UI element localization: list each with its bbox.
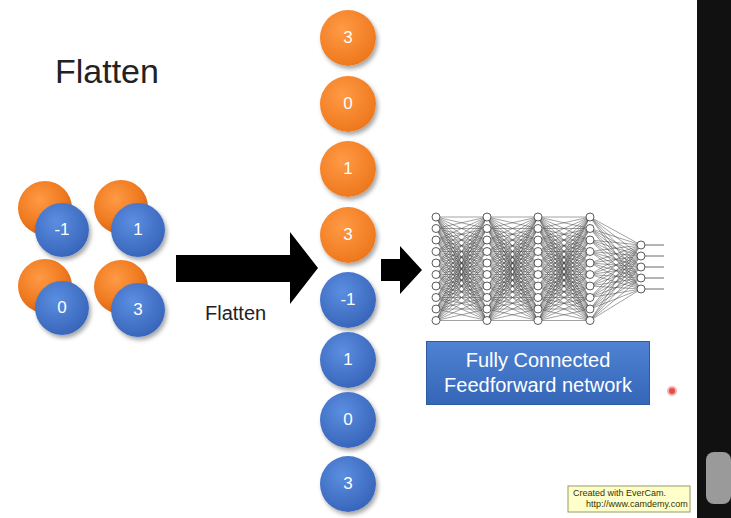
arrow-label: Flatten xyxy=(205,302,266,325)
value-circle: 3 xyxy=(320,207,376,263)
value-text: 0 xyxy=(343,410,352,430)
value-text: 3 xyxy=(133,300,142,320)
value-text: 3 xyxy=(343,28,352,48)
feed-arrow xyxy=(381,246,422,294)
side-bar xyxy=(697,0,731,518)
watermark: Created with EverCam. xyxy=(573,488,666,498)
value-circle: 0 xyxy=(320,76,376,132)
value-text: 1 xyxy=(343,350,352,370)
value-text: 1 xyxy=(133,220,142,240)
side-icon xyxy=(706,452,731,504)
value-text: 0 xyxy=(57,298,66,318)
value-text: 3 xyxy=(343,474,352,494)
box-label: Fully Connected Feedforward network xyxy=(437,348,639,398)
watermark-url: http://www.camdemy.com xyxy=(586,499,688,509)
value-circle: 1 xyxy=(320,141,376,197)
network-box: Fully Connected Feedforward network xyxy=(426,341,650,405)
value-text: -1 xyxy=(340,290,355,310)
value-text: -1 xyxy=(54,220,69,240)
value-circle: 3 xyxy=(320,10,376,66)
slide-title: Flatten xyxy=(55,52,159,91)
value-circle: 1 xyxy=(111,203,165,257)
value-circle: 1 xyxy=(320,332,376,388)
value-circle: 0 xyxy=(35,281,89,335)
value-circle: 0 xyxy=(320,392,376,448)
value-text: 1 xyxy=(343,159,352,179)
value-text: 0 xyxy=(343,94,352,114)
value-circle: -1 xyxy=(320,272,376,328)
value-circle: 3 xyxy=(111,283,165,337)
watermark-box xyxy=(568,486,690,512)
flatten-arrow xyxy=(176,232,318,304)
value-text: 3 xyxy=(343,225,352,245)
network-illustration xyxy=(432,213,664,325)
value-circle: 3 xyxy=(320,456,376,512)
value-circle: -1 xyxy=(35,203,89,257)
cursor-dot xyxy=(668,387,676,395)
